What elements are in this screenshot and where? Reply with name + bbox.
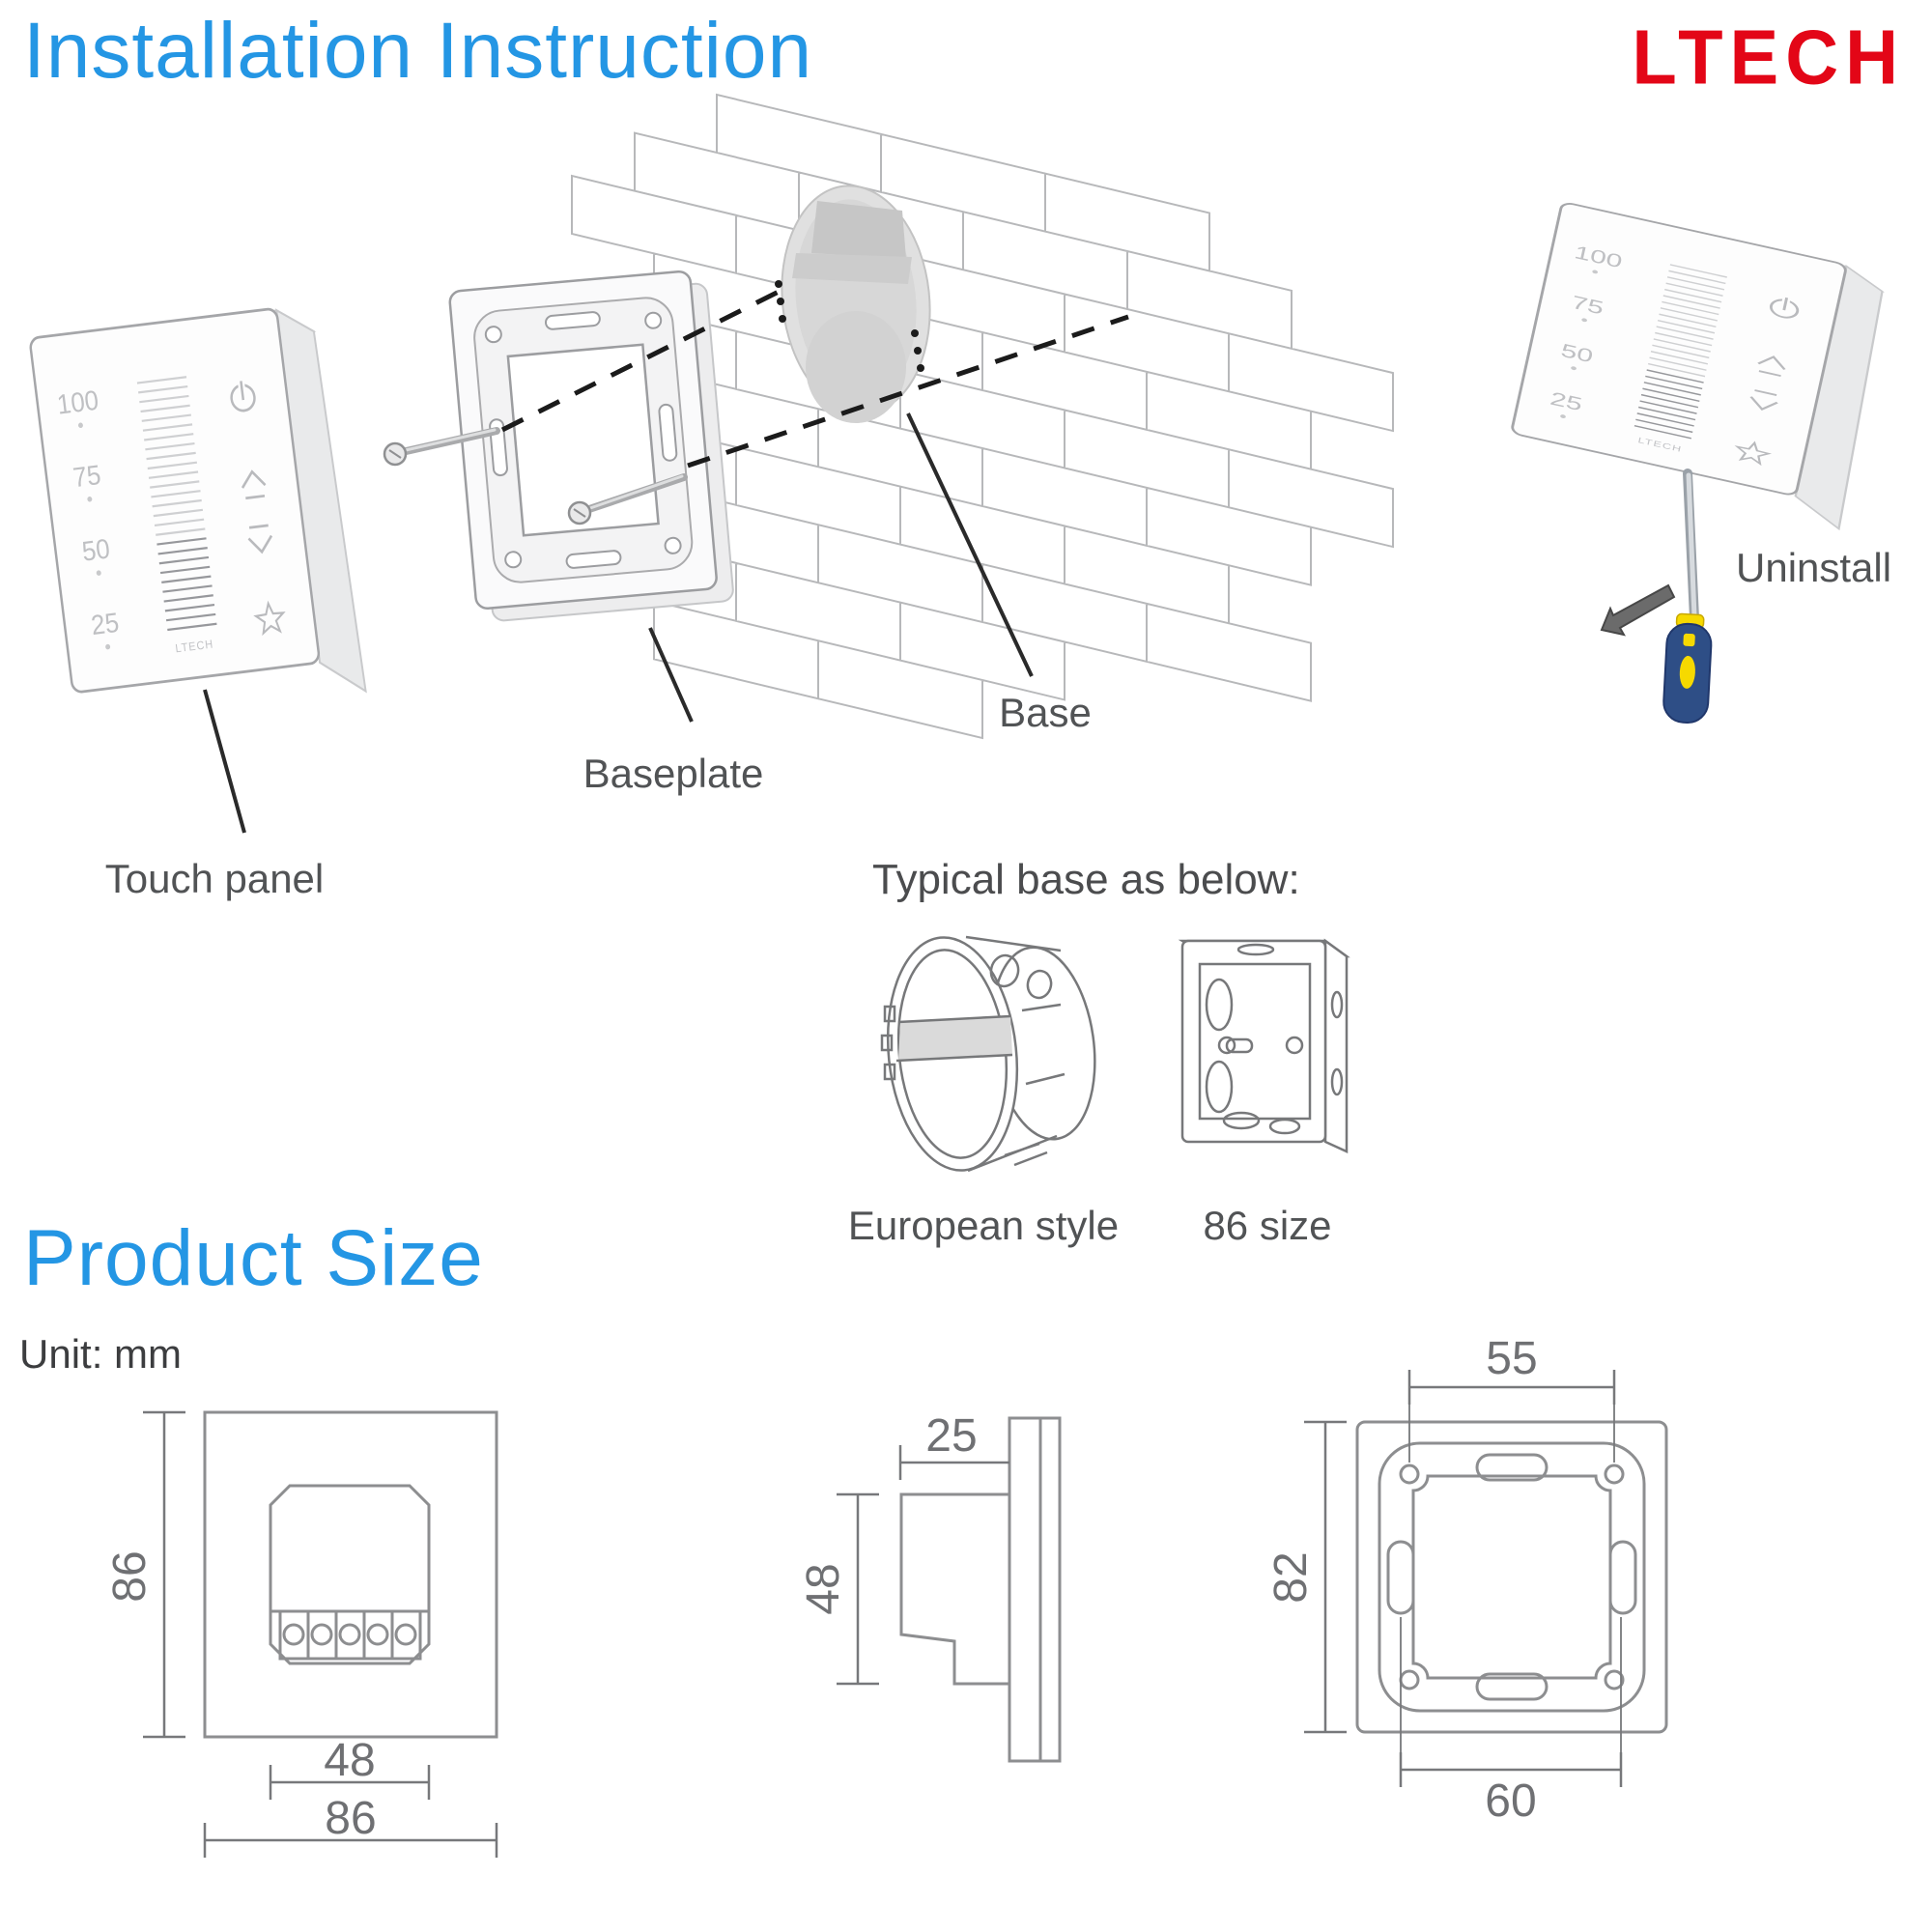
brightness-up-icon bbox=[241, 469, 267, 500]
brightness-up-icon bbox=[1757, 355, 1786, 377]
slider-strip-dark bbox=[156, 537, 217, 632]
power-icon bbox=[1769, 295, 1800, 319]
side-view-drawing bbox=[899, 1416, 1062, 1763]
baseplate-label: Baseplate bbox=[583, 751, 764, 796]
size86-label: 86 size bbox=[1203, 1203, 1331, 1248]
brightness-down-icon bbox=[247, 524, 273, 554]
baseplate-part bbox=[448, 270, 734, 622]
slider-strip-dark bbox=[1634, 369, 1704, 440]
hole-screw-dot bbox=[914, 347, 922, 355]
dim-holespacing-55: 55 bbox=[1486, 1333, 1537, 1384]
european-style-base bbox=[880, 935, 1096, 1173]
hole-screw-dot bbox=[917, 364, 924, 372]
scale-mark-50: 50 bbox=[80, 532, 111, 567]
touch-panel: 100 75 50 25 LTECH bbox=[29, 307, 367, 694]
scale-mark-100: 100 bbox=[55, 384, 100, 420]
hole-screw-dot bbox=[779, 315, 786, 323]
scale-mark-25: 25 bbox=[89, 607, 120, 641]
alignment-dashed-line bbox=[687, 314, 1129, 469]
brick-wall bbox=[571, 93, 1394, 740]
touch-panel-label: Touch panel bbox=[105, 856, 325, 901]
scene-star-icon bbox=[253, 600, 286, 637]
screwdriver-icon bbox=[1662, 469, 1713, 724]
typical-base-heading: Typical base as below: bbox=[872, 856, 1300, 903]
slider-strip bbox=[1647, 264, 1727, 378]
slider-strip bbox=[136, 376, 206, 536]
front-view-drawing bbox=[203, 1410, 498, 1739]
dim-frameheight-82: 82 bbox=[1265, 1551, 1317, 1603]
brightness-down-icon bbox=[1749, 389, 1778, 412]
uninstall-label: Uninstall bbox=[1736, 545, 1891, 590]
power-icon bbox=[230, 378, 256, 412]
scale-mark-75: 75 bbox=[71, 459, 102, 494]
european-style-label: European style bbox=[848, 1203, 1119, 1248]
frame-view-drawing bbox=[1355, 1420, 1668, 1734]
baseplate-leader bbox=[648, 627, 694, 723]
pull-out-arrow-icon bbox=[1600, 583, 1676, 637]
wall-hole bbox=[775, 185, 931, 423]
mounting-screw bbox=[383, 427, 500, 467]
bricks bbox=[571, 93, 1394, 740]
size86-base bbox=[1178, 938, 1350, 1153]
hole-screw-dot bbox=[775, 280, 782, 288]
dim-depth-25: 25 bbox=[925, 1410, 977, 1462]
dim-slotspacing-60: 60 bbox=[1485, 1776, 1536, 1827]
page-title: Installation Instruction bbox=[23, 7, 813, 95]
front-view-dimensions bbox=[143, 1410, 498, 1858]
touch-panel-uninstall: 100 75 50 25 LTECH bbox=[1511, 202, 1886, 531]
dim-width-86: 86 bbox=[325, 1793, 376, 1844]
panel-brand-label: LTECH bbox=[175, 639, 214, 655]
side-view-dimensions bbox=[837, 1445, 1009, 1686]
mounting-screw bbox=[567, 473, 688, 526]
scene-star-icon bbox=[1734, 440, 1773, 467]
brand-logo: LTECH bbox=[1632, 14, 1905, 101]
unit-note: Unit: mm bbox=[19, 1331, 182, 1377]
base-leader bbox=[906, 412, 1034, 677]
base-label: Base bbox=[999, 690, 1092, 735]
dim-height-86: 86 bbox=[104, 1550, 156, 1602]
dim-inner-48: 48 bbox=[324, 1735, 375, 1786]
hole-screw-dot bbox=[777, 298, 784, 305]
dim-boxheight-48: 48 bbox=[798, 1563, 849, 1614]
alignment-dashed-line bbox=[500, 286, 786, 433]
frame-view-dimensions bbox=[1304, 1370, 1623, 1787]
product-size-heading: Product Size bbox=[23, 1214, 484, 1302]
touch-panel-leader bbox=[203, 689, 246, 834]
hole-screw-dot bbox=[911, 329, 919, 337]
